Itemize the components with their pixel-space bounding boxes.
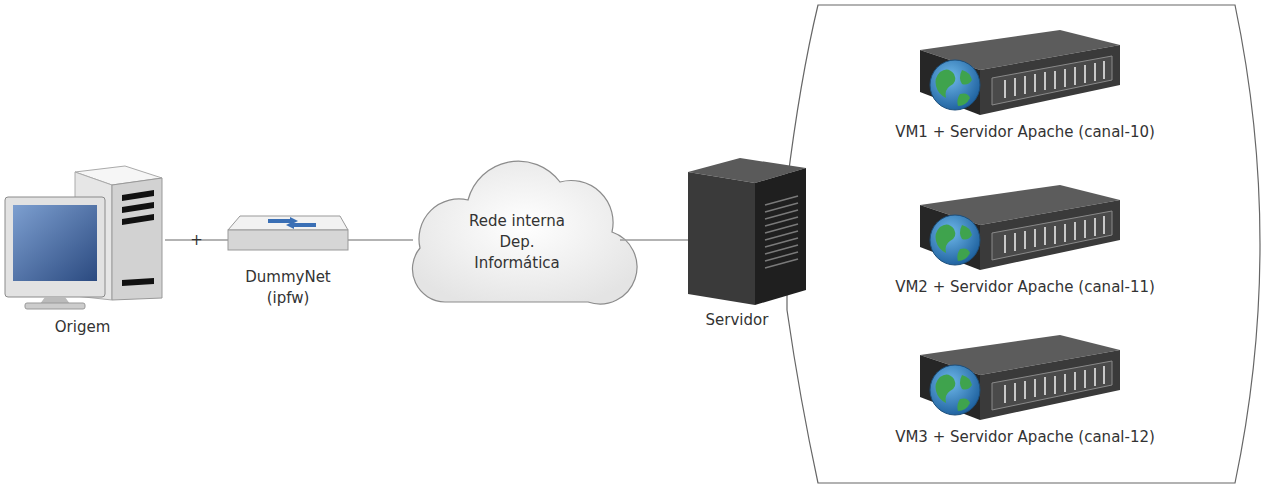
node-label: Origem xyxy=(0,317,165,338)
node-label: VM3 + Servidor Apache (canal-12) xyxy=(855,427,1195,448)
vm-node: VM3 + Servidor Apache (canal-12) xyxy=(855,330,1195,450)
node-label: VM1 + Servidor Apache (canal-10) xyxy=(855,122,1195,143)
computer-node: Origem xyxy=(0,160,165,340)
vm-node: VM2 + Servidor Apache (canal-11) xyxy=(855,180,1195,300)
rack-server-icon xyxy=(920,30,1120,115)
server-node: Servidor xyxy=(688,155,806,330)
vm-bracket xyxy=(787,5,1260,483)
computer-icon xyxy=(5,166,162,309)
node-label: Rede interna Dep. Informática xyxy=(456,211,578,274)
vm-node: VM1 + Servidor Apache (canal-10) xyxy=(855,25,1195,145)
node-label: VM2 + Servidor Apache (canal-11) xyxy=(855,277,1195,298)
switch-icon xyxy=(228,216,348,250)
cloud-icon xyxy=(412,161,637,304)
rack-server-icon xyxy=(920,185,1120,270)
network-link xyxy=(620,239,688,241)
rack-server-icon xyxy=(920,335,1120,420)
switch-node: DummyNet (ipfw) xyxy=(228,205,348,310)
cloud-node: Rede interna Dep. Informática xyxy=(413,168,620,310)
node-label: DummyNet (ipfw) xyxy=(233,267,343,309)
node-label: Servidor xyxy=(678,310,796,331)
link-label: + xyxy=(190,233,203,248)
server-tower-icon xyxy=(688,158,806,305)
network-link xyxy=(348,239,413,241)
